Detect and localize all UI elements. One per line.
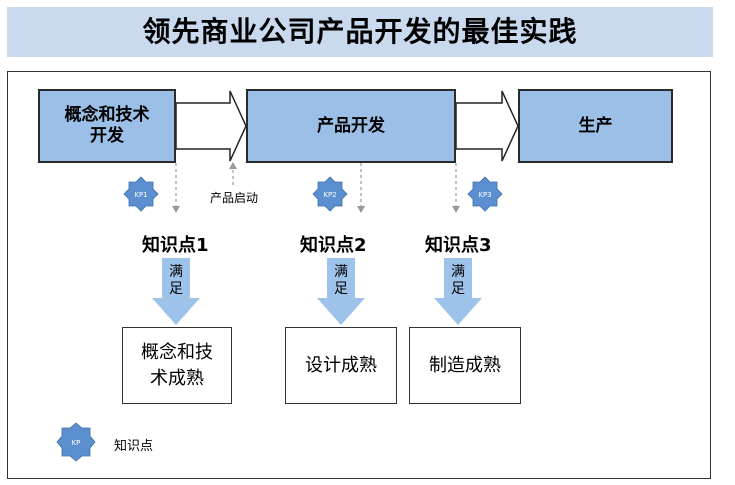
legend-label: 知识点 bbox=[114, 439, 154, 454]
dashed-arrowhead-kp2 bbox=[357, 206, 365, 213]
kp2-badge-label: KP2 bbox=[323, 191, 336, 199]
stage-production-label: 生产 bbox=[578, 115, 613, 136]
title-bar: 领先商业公司产品开发的最佳实践 bbox=[7, 7, 713, 57]
result-box-1: 概念和技 术成熟 bbox=[122, 327, 232, 404]
dashed-arrowhead-launch bbox=[229, 162, 237, 169]
satisfy-text-3-b: 足 bbox=[451, 281, 465, 297]
stage-concept-line-1: 概念和技术 bbox=[64, 105, 150, 125]
satisfy-arrow-2 bbox=[317, 258, 365, 325]
result-box-3: 制造成熟 bbox=[409, 327, 521, 404]
dashed-arrowhead-kp3 bbox=[452, 206, 460, 213]
flow-arrow-2 bbox=[455, 90, 519, 162]
stage-concept-tech: 概念和技术 开发 bbox=[38, 89, 176, 163]
kp2-title: 知识点2 bbox=[300, 235, 367, 256]
stage-concept-line-2: 开发 bbox=[90, 126, 124, 146]
satisfy-text-1-a: 满 bbox=[169, 264, 183, 280]
page-title: 领先商业公司产品开发的最佳实践 bbox=[142, 15, 578, 48]
satisfy-text-1-b: 足 bbox=[169, 281, 183, 297]
satisfy-text-2: 满 足 bbox=[333, 264, 349, 298]
kp1-badge-label: KP1 bbox=[134, 191, 147, 199]
diagram-frame bbox=[7, 71, 711, 479]
kp3-badge-label: KP3 bbox=[478, 191, 491, 199]
kp1-badge-icon: KP1 bbox=[123, 176, 159, 212]
result-2-label: 设计成熟 bbox=[305, 354, 377, 376]
flow-arrow-1 bbox=[175, 90, 247, 162]
satisfy-text-2-b: 足 bbox=[334, 281, 348, 297]
result-1-line-2: 术成熟 bbox=[150, 367, 204, 389]
satisfy-text-1: 满 足 bbox=[168, 264, 184, 298]
stage-product-dev-label: 产品开发 bbox=[317, 115, 385, 136]
stage-product-dev: 产品开发 bbox=[246, 89, 456, 163]
satisfy-arrow-3 bbox=[434, 258, 482, 325]
satisfy-text-3: 满 足 bbox=[450, 264, 466, 298]
result-1-line-1: 概念和技 bbox=[141, 341, 213, 363]
kp3-title: 知识点3 bbox=[425, 235, 492, 256]
satisfy-text-3-a: 满 bbox=[451, 264, 465, 280]
satisfy-text-2-a: 满 bbox=[334, 264, 348, 280]
legend-badge-label: KP bbox=[72, 439, 81, 447]
kp1-title: 知识点1 bbox=[142, 235, 209, 256]
product-launch-label: 产品启动 bbox=[210, 191, 259, 205]
stage-production: 生产 bbox=[518, 89, 673, 163]
result-box-2: 设计成熟 bbox=[285, 327, 397, 404]
kp3-badge-icon: KP3 bbox=[467, 176, 503, 212]
legend-badge-icon: KP bbox=[56, 422, 96, 462]
result-3-label: 制造成熟 bbox=[429, 354, 501, 376]
kp2-badge-icon: KP2 bbox=[312, 176, 348, 212]
satisfy-arrow-1 bbox=[152, 258, 200, 325]
dashed-arrowhead-kp1 bbox=[172, 206, 180, 213]
